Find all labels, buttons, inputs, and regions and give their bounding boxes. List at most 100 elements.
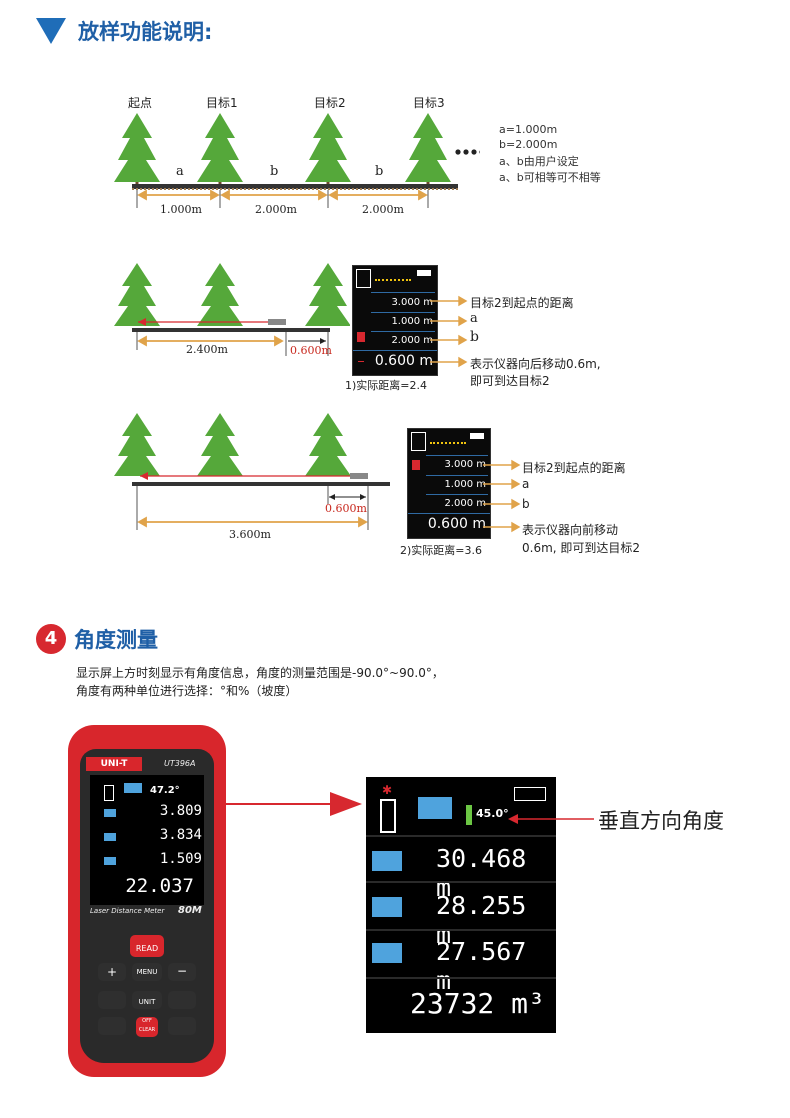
zoom-row-1: 30.468 m xyxy=(436,844,527,902)
distance-label-3: 2.000m xyxy=(362,203,404,216)
segment-label-a: a xyxy=(176,164,184,179)
diagram-caption: 2)实际距离=3.6 xyxy=(400,544,483,557)
device-screen: 3.000 m 1.000 m 2.000 m 0.600 m xyxy=(352,265,438,376)
distance-label-2: 2.000m xyxy=(255,203,297,216)
read-button[interactable]: READ xyxy=(130,935,164,957)
direction-marker-icon xyxy=(412,460,420,470)
device-icon xyxy=(104,785,114,801)
device-main-value: 22.037 xyxy=(125,875,194,897)
annotation-b: b xyxy=(522,497,530,511)
box-icon xyxy=(418,797,452,819)
zoom-main-value: 23732 m³ xyxy=(410,987,545,1020)
model-label: UT396A xyxy=(164,759,196,768)
box-icon xyxy=(372,897,402,917)
note-user-set: a、b由用户设定 xyxy=(499,155,579,168)
distance-label-1: 1.000m xyxy=(160,203,202,216)
battery-icon xyxy=(514,787,546,801)
ellipsis-dots xyxy=(455,149,480,155)
angle-value: 47.2° xyxy=(150,785,180,796)
annotation-arrows xyxy=(430,295,468,368)
distance-offset: 0.600m xyxy=(290,344,332,357)
label-arrow xyxy=(508,814,594,824)
screen-main: 0.600 m xyxy=(427,516,486,532)
device-body: UNI-T UT396A 47.2° 3.809 3.834 1.509 22.… xyxy=(68,725,226,1077)
annotation-a: a xyxy=(522,477,530,491)
screen-row-2: 1.000 m xyxy=(391,316,433,327)
device-screen: 47.2° 3.809 3.834 1.509 22.037 xyxy=(90,775,204,905)
level-icon xyxy=(430,434,466,444)
point-label-start: 起点 xyxy=(128,96,153,110)
device-icon xyxy=(411,432,426,451)
screen-row-3: 2.000 m xyxy=(391,335,433,346)
annotation-b: b xyxy=(470,329,479,345)
box-icon xyxy=(372,851,402,871)
annotation-distance-to-start: 目标2到起点的距离 xyxy=(470,296,574,310)
device-row-1: 3.809 xyxy=(159,803,202,819)
section-number-badge: 4 xyxy=(36,624,66,654)
device-icon xyxy=(380,799,396,833)
zoom-row-3: 27.567 m xyxy=(436,937,527,995)
pointer-arrow xyxy=(226,792,362,816)
segment-label-b2: b xyxy=(375,164,384,179)
angle-value: 45.0° xyxy=(476,807,509,820)
diagram-1-graphic xyxy=(114,113,480,208)
device-row-3: 1.509 xyxy=(159,851,202,867)
battery-icon xyxy=(417,270,431,276)
section-description-2: 角度有两种单位进行选择：°和%（坡度） xyxy=(76,684,298,698)
note-equal: a、b可相等可不相等 xyxy=(499,171,601,184)
screen-row-2: 1.000 m xyxy=(444,479,486,490)
screen-row-3: 2.000 m xyxy=(444,498,486,509)
section-description-1: 显示屏上方时刻显示有角度信息，角度的测量范围是-90.0°~90.0°， xyxy=(76,666,444,680)
device-range: 80M xyxy=(178,905,202,916)
tree-icon xyxy=(114,113,451,182)
off-clear-button[interactable]: OFF CLEAR xyxy=(136,1017,158,1037)
diagram-2-graphic xyxy=(114,263,350,356)
save-button[interactable] xyxy=(168,1017,196,1035)
angle-button[interactable] xyxy=(168,991,196,1009)
pointer-label: 垂直方向角度 xyxy=(598,809,724,833)
annotation-move-forward: 表示仪器向前移动 xyxy=(522,523,619,537)
device-row-2: 3.834 xyxy=(159,827,202,843)
laser-icon: ✱ xyxy=(382,783,393,797)
distance-offset: 0.600m xyxy=(325,502,367,515)
zoom-row-2: 28.255 m xyxy=(436,891,527,949)
point-label-target2: 目标2 xyxy=(314,96,346,110)
screen-row-1: 3.000 m xyxy=(391,297,433,308)
distance-main: 3.600m xyxy=(229,528,271,541)
box-icon xyxy=(372,943,402,963)
device-icon xyxy=(356,269,371,288)
section-title: 角度测量 xyxy=(74,628,158,652)
level-indicator xyxy=(466,805,472,825)
device-screen: 3.000 m 1.000 m 2.000 m 0.600 m xyxy=(407,428,491,539)
unit-button[interactable]: UNIT xyxy=(132,991,162,1009)
annotation-arrows xyxy=(483,459,521,533)
brand-logo: UNI-T xyxy=(86,757,142,771)
section-title: 放样功能说明: xyxy=(78,20,213,44)
direction-marker-icon xyxy=(357,332,365,342)
diagram-3-graphic xyxy=(114,413,390,530)
annotation-move-back: 表示仪器向后移动0.6m, xyxy=(470,357,601,371)
box-icon xyxy=(124,783,142,793)
tree-icon xyxy=(114,413,351,476)
distance-main: 2.400m xyxy=(186,343,228,356)
tree-icon xyxy=(114,263,350,326)
note-a: a=1.000m xyxy=(499,123,558,136)
battery-icon xyxy=(470,433,484,439)
minus-button[interactable]: − xyxy=(168,963,196,981)
annotation-reach-target: 即可到达目标2 xyxy=(470,374,550,388)
segment-label-b1: b xyxy=(270,164,279,179)
annotation-a: a xyxy=(470,311,478,326)
section-triangle-icon xyxy=(36,18,66,44)
device-subtitle: Laser Distance Meter xyxy=(90,907,165,915)
screen-row-1: 3.000 m xyxy=(444,459,486,470)
point-label-target3: 目标3 xyxy=(413,96,445,110)
function-button[interactable] xyxy=(98,991,126,1009)
timer-button[interactable] xyxy=(98,1017,126,1035)
menu-button[interactable]: MENU xyxy=(132,963,162,981)
point-label-target1: 目标1 xyxy=(206,96,238,110)
plus-button[interactable]: + xyxy=(98,963,126,981)
level-icon xyxy=(375,271,411,281)
annotation-reach-target: 0.6m, 即可到达目标2 xyxy=(522,541,641,555)
note-b: b=2.000m xyxy=(499,138,558,151)
screen-main: 0.600 m xyxy=(374,353,433,369)
